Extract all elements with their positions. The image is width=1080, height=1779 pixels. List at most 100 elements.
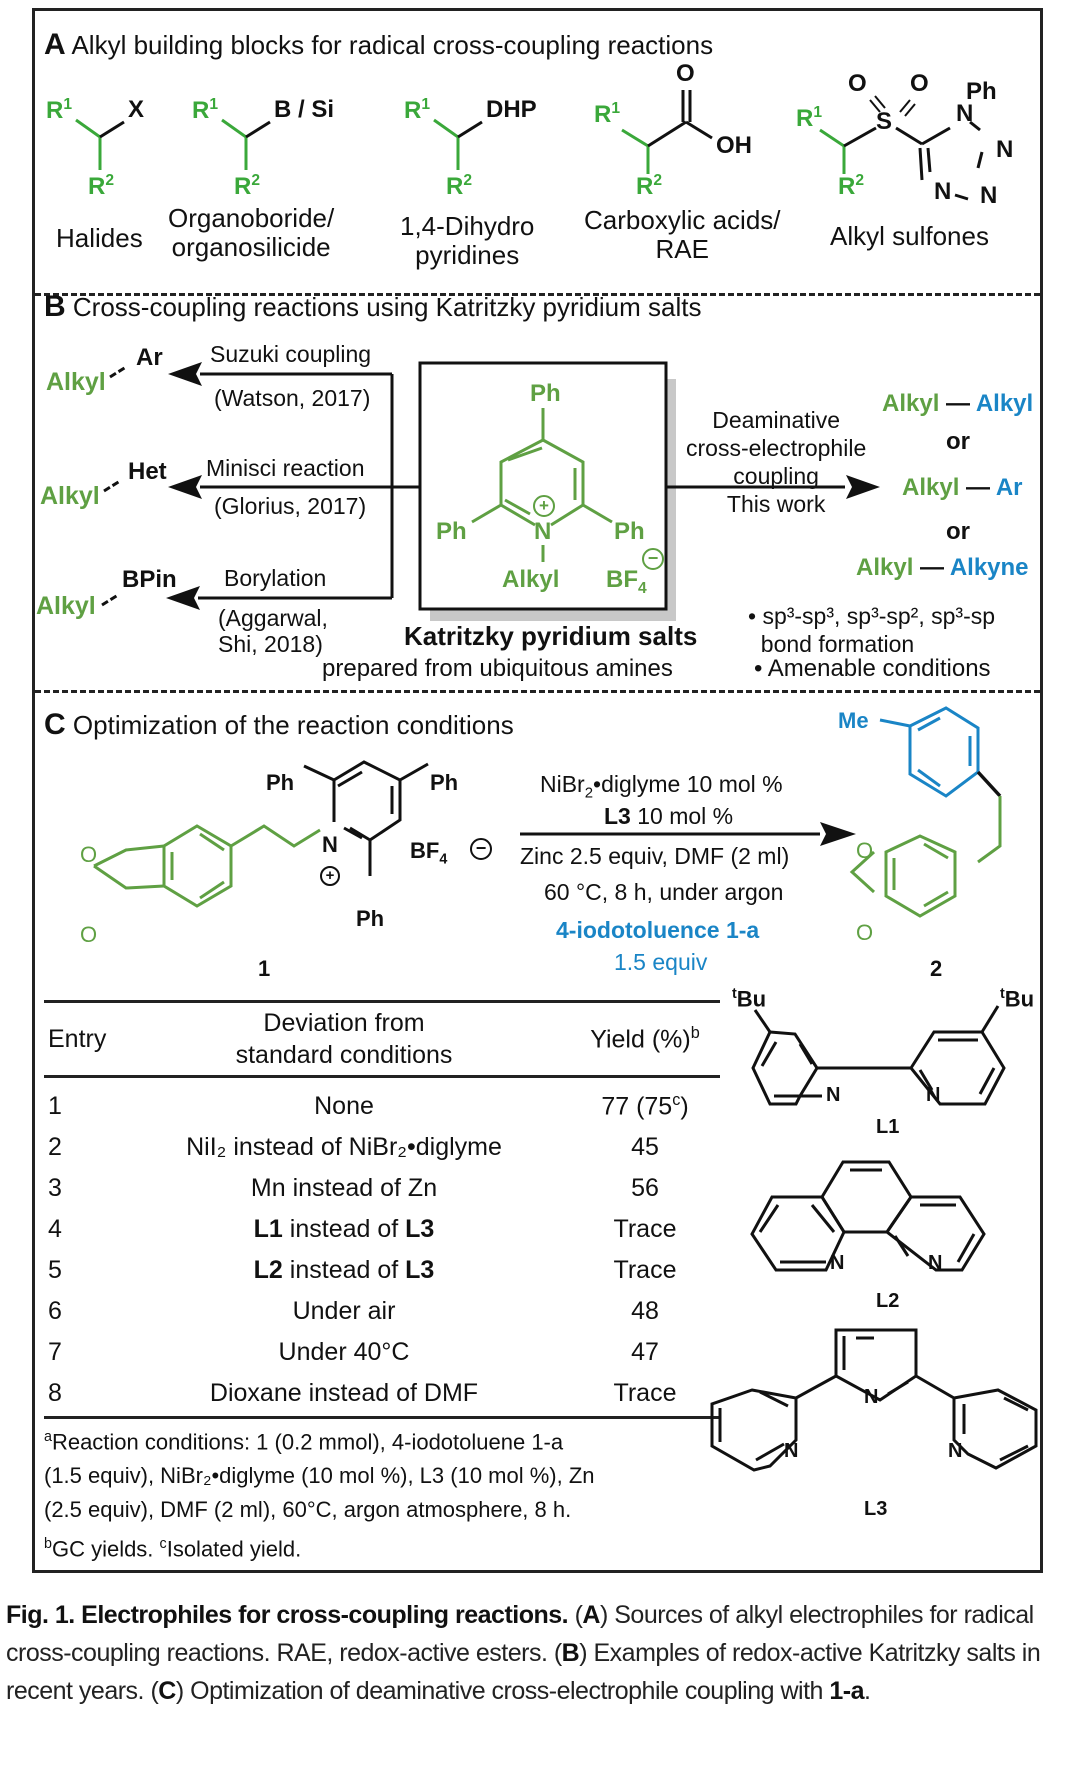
label-carboxylic-acids: Carboxylic acids/RAE [584, 205, 781, 265]
group-ph: Ph [266, 770, 295, 795]
label-organoboride: Organoboride/organosilicide [168, 203, 335, 263]
atom-n: N [534, 518, 552, 545]
ligand-structures [710, 1005, 1038, 1472]
panel-a-title-text: Alkyl building blocks for radical cross-… [71, 30, 714, 60]
panel-b-title: B Cross-coupling reactions using Katritz… [44, 290, 701, 324]
condition-temperature: 60 °C, 8 h, under argon [544, 879, 784, 905]
partner-het: Het [128, 458, 167, 485]
condition-reagent: 4-iodotoluence 1-a [556, 917, 760, 943]
atom-n: N [928, 1252, 943, 1274]
positive-charge-icon: + [533, 495, 555, 517]
group-b-si: B / Si [274, 96, 335, 123]
bf4-label: BF4 [410, 838, 448, 868]
figure-frame [32, 8, 1043, 1573]
condition-reagent-amount: 1.5 equiv [614, 949, 708, 975]
tbu-label: tBu [732, 986, 767, 1012]
negative-charge-icon: − [642, 548, 664, 570]
reaction-arrow [520, 822, 856, 846]
atom-o: O [856, 838, 874, 863]
divider-a-b [35, 293, 1040, 296]
atom-o: O [80, 842, 98, 867]
panel-c-letter: C [44, 708, 66, 741]
condition-ligand: L3 10 mol % [604, 803, 734, 829]
reaction-reference: (Aggarwal,Shi, 2018) [218, 605, 328, 657]
bond-skeleton [221, 118, 271, 170]
bf4-label: BF4 [606, 566, 647, 597]
header-entry: Entry [48, 1024, 107, 1053]
figure-caption: Fig. 1. Electrophiles for cross-coupling… [6, 1601, 1041, 1705]
r2-label: R2 [446, 172, 473, 200]
r2-label: R2 [88, 172, 115, 200]
group-x: X [128, 96, 145, 123]
salt-name: Katritzky pyridium salts [404, 621, 698, 651]
ligand-l2 [750, 1160, 986, 1272]
group-ph: Ph [436, 518, 467, 545]
reaction-reference: (Glorius, 2017) [214, 493, 367, 519]
tbu-label: tBu [1000, 986, 1035, 1012]
amenable-conditions-note: • Amenable conditions [754, 655, 991, 682]
group-me: Me [838, 708, 869, 733]
product-alkyl-alkyne: Alkyl — Alkyne [856, 554, 1029, 581]
label-alkyl-sulfones: Alkyl sulfones [830, 221, 989, 251]
atom-o: O [856, 920, 874, 945]
atom-n: N [864, 1386, 879, 1408]
atom-n: N [830, 1252, 845, 1274]
caption-title: Fig. 1. Electrophiles for cross-coupling… [6, 1601, 569, 1629]
panel-b-letter: B [44, 290, 66, 323]
compound-label-2: 2 [930, 956, 943, 981]
ligand-label-l2: L2 [876, 1290, 900, 1312]
atom-n: N [826, 1084, 841, 1106]
atom-n: N [784, 1440, 799, 1462]
group-ph: Ph [356, 906, 385, 931]
ligand-label-l1: L1 [876, 1116, 900, 1138]
r2-label: R2 [636, 172, 663, 200]
partner-bpin: BPin [122, 566, 177, 593]
salt-box [418, 361, 668, 611]
compound-label-1: 1 [258, 956, 271, 981]
condition-catalyst: NiBr2•diglyme 10 mol % [540, 771, 783, 802]
atom-o: O [910, 70, 929, 97]
group-oh: OH [716, 132, 752, 159]
label-halides: Halides [56, 223, 143, 253]
or-label: or [946, 428, 970, 455]
r1-label: R1 [192, 96, 219, 124]
r1-label: R1 [796, 104, 823, 132]
pyridinium-ring [471, 408, 613, 562]
footnote-a-line3: (2.5 equiv), DMF (2 ml), 60°C, argon atm… [44, 1497, 572, 1523]
panel-a-title: A Alkyl building blocks for radical cros… [44, 28, 713, 62]
atom-n: N [996, 136, 1014, 163]
product-2-structure [849, 706, 1002, 918]
atom-n: N [934, 178, 952, 205]
bond-skeleton [621, 90, 713, 174]
atom-n: N [948, 1440, 963, 1462]
bond-skeleton [433, 118, 483, 170]
reaction-name: Suzuki coupling [210, 341, 372, 367]
reaction-name: Borylation [224, 565, 327, 591]
alkyl-label: Alkyl [502, 566, 560, 593]
atom-n: N [980, 182, 998, 209]
bond-formation-note: • sp³-sp³, sp³-sp², sp³-sp bond formatio… [748, 603, 996, 657]
alkyl-label: Alkyl [40, 482, 100, 510]
or-label: or [946, 518, 970, 545]
panel-c-title-text: Optimization of the reaction conditions [72, 710, 514, 740]
panel-a-letter: A [44, 28, 66, 61]
group-ph: Ph [966, 78, 997, 105]
table-header-rule [44, 1075, 720, 1078]
bond-skeleton [819, 95, 984, 201]
atom-o: O [676, 60, 695, 87]
atom-n: N [956, 100, 974, 127]
r1-label: R1 [46, 96, 73, 124]
panel-b-title-text: Cross-coupling reactions using Katritzky… [72, 292, 702, 322]
atom-n: N [926, 1084, 941, 1106]
ligand-l3 [710, 1328, 1038, 1472]
